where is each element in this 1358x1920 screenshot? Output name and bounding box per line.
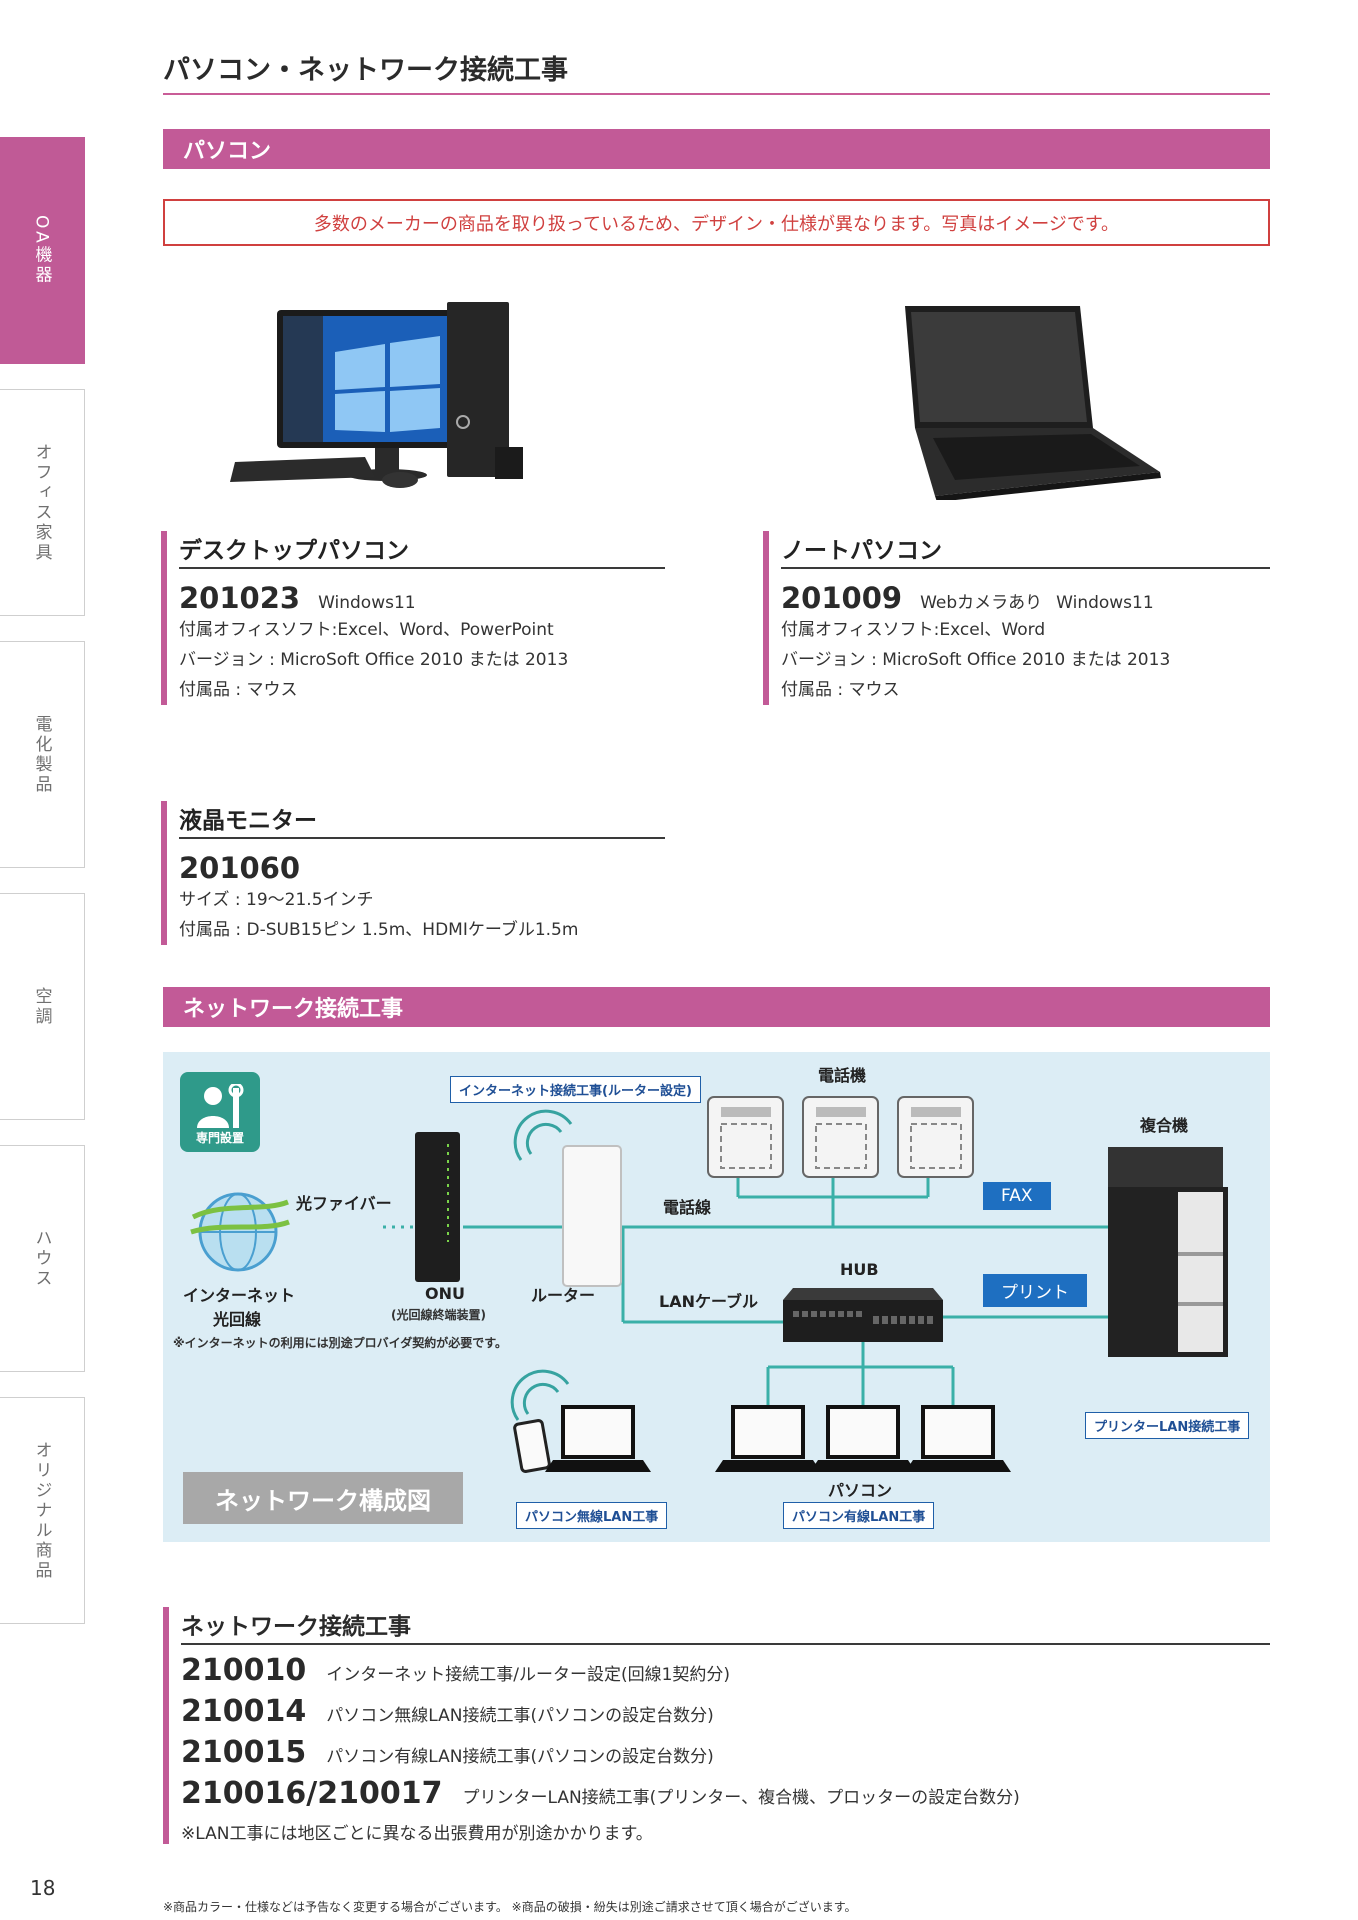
network-diagram-lines bbox=[190, 1096, 1228, 1473]
sidebar-tab-label: ハウス bbox=[31, 1228, 52, 1289]
service-code: 210014 bbox=[181, 1694, 307, 1729]
product-spec: サイズ : 19〜21.5インチ bbox=[179, 890, 374, 910]
pc-label: パソコン bbox=[828, 1481, 893, 1500]
sidebar-tab-original[interactable]: オリジナル商品 bbox=[0, 1397, 85, 1624]
expert-install-badge: 専門設置 bbox=[180, 1072, 260, 1152]
product-code: 201009 bbox=[781, 581, 903, 615]
internet-label: インターネット bbox=[183, 1286, 296, 1305]
service-note: ※LAN工事には地区ごとに異なる出張費用が別途かかります。 bbox=[181, 1824, 653, 1844]
diagram-title: ネットワーク構成図 bbox=[183, 1472, 463, 1524]
product-spec: バージョン : MicroSoft Office 2010 または 2013 bbox=[179, 650, 569, 670]
product-tag: Windows11 bbox=[1056, 593, 1154, 613]
telephone-icon bbox=[897, 1096, 974, 1178]
wrench-person-icon bbox=[197, 1084, 244, 1128]
service-row: 210016/210017 プリンターLAN接続工事(プリンター、複合機、プロッ… bbox=[181, 1776, 1270, 1817]
network-services: ネットワーク接続工事 210010 インターネット接続工事/ルーター設定(回線1… bbox=[163, 1607, 1270, 1844]
network-diagram: 専門設置 インターネット接続工事(ルーター設定) 電話機 複合機 光ファイバー … bbox=[163, 1052, 1270, 1542]
router-label: ルーター bbox=[531, 1286, 596, 1305]
services-title: ネットワーク接続工事 bbox=[181, 1607, 1270, 1645]
product-tag: Webカメラあり bbox=[920, 593, 1043, 613]
product-spec: 付属オフィスソフト:Excel、Word、PowerPoint bbox=[179, 620, 554, 640]
multifunction-printer-icon bbox=[1108, 1147, 1228, 1357]
router-icon bbox=[562, 1145, 622, 1287]
product-code: 201060 bbox=[179, 851, 301, 885]
product-tag: Windows11 bbox=[318, 593, 416, 613]
product-title: 液晶モニター bbox=[179, 801, 665, 839]
fiber-line-label: 光回線 bbox=[213, 1310, 262, 1329]
sidebar-tab-label: オフィス家具 bbox=[31, 442, 52, 563]
sidebar-tab-office-furniture[interactable]: オフィス家具 bbox=[0, 389, 85, 616]
product-spec: 付属品 : D-SUB15ピン 1.5m、HDMIケーブル1.5m bbox=[179, 920, 579, 940]
notebook-pc-image bbox=[905, 306, 1161, 500]
fax-label: FAX bbox=[983, 1182, 1051, 1210]
provider-note: ※インターネットの利用には別途プロバイダ契約が必要です。 bbox=[173, 1336, 507, 1350]
print-label: プリント bbox=[983, 1274, 1087, 1307]
service-desc: プリンターLAN接続工事(プリンター、複合機、プロッターの設定台数分) bbox=[462, 1788, 1020, 1808]
mfp-label: 複合機 bbox=[1140, 1116, 1189, 1135]
service-row: 210010 インターネット接続工事/ルーター設定(回線1契約分) bbox=[181, 1653, 1270, 1694]
wireless-lan-label: パソコン無線LAN工事 bbox=[516, 1502, 668, 1529]
laptop-icon bbox=[905, 1405, 1011, 1472]
footer-note: ※商品カラー・仕様などは予告なく変更する場合がございます。 ※商品の破損・紛失は… bbox=[163, 1900, 857, 1914]
service-desc: パソコン無線LAN接続工事(パソコンの設定台数分) bbox=[326, 1706, 714, 1726]
badge-label: 専門設置 bbox=[195, 1131, 244, 1145]
laptop-icon bbox=[545, 1405, 651, 1472]
product-title: デスクトップパソコン bbox=[179, 531, 665, 569]
page-title: パソコン・ネットワーク接続工事 bbox=[163, 48, 1270, 95]
sidebar-tab-house[interactable]: ハウス bbox=[0, 1145, 85, 1372]
laptop-icon bbox=[810, 1405, 916, 1472]
service-row: 210014 パソコン無線LAN接続工事(パソコンの設定台数分) bbox=[181, 1694, 1270, 1735]
sidebar-tab-label: 空調 bbox=[31, 986, 52, 1027]
onu-sub-label: (光回線終端装置) bbox=[391, 1308, 486, 1322]
lan-cable-label: LANケーブル bbox=[659, 1292, 759, 1311]
sidebar-tab-oa[interactable]: OA機器 bbox=[0, 137, 85, 364]
section-band-network: ネットワーク接続工事 bbox=[163, 987, 1270, 1027]
printer-lan-label: プリンターLAN接続工事 bbox=[1085, 1412, 1250, 1439]
product-monitor: 液晶モニター 201060 サイズ : 19〜21.5インチ 付属品 : D-S… bbox=[161, 801, 665, 945]
service-code: 210010 bbox=[181, 1653, 307, 1688]
page-number: 18 bbox=[30, 1876, 56, 1900]
phone-line-label: 電話線 bbox=[663, 1198, 712, 1217]
wired-lan-label: パソコン有線LAN工事 bbox=[783, 1502, 935, 1529]
hub-icon bbox=[783, 1288, 943, 1342]
service-desc: パソコン有線LAN接続工事(パソコンの設定台数分) bbox=[326, 1747, 714, 1767]
image-notice: 多数のメーカーの商品を取り扱っているため、デザイン・仕様が異なります。写真はイメ… bbox=[163, 199, 1270, 246]
product-spec: 付属品 : マウス bbox=[179, 680, 298, 700]
laptop-icon bbox=[715, 1405, 821, 1472]
router-setup-label: インターネット接続工事(ルーター設定) bbox=[450, 1076, 701, 1103]
product-title: ノートパソコン bbox=[781, 531, 1270, 569]
sidebar-tab-label: 電化製品 bbox=[31, 714, 52, 795]
internet-globe-icon bbox=[190, 1192, 290, 1272]
onu-device-icon bbox=[415, 1132, 460, 1282]
onu-label: ONU bbox=[425, 1284, 465, 1303]
hub-label: HUB bbox=[840, 1260, 879, 1279]
sidebar-tab-label: OA機器 bbox=[31, 215, 52, 286]
product-desktop: デスクトップパソコン 201023 Windows11 付属オフィスソフト:Ex… bbox=[161, 531, 665, 705]
product-spec: 付属オフィスソフト:Excel、Word bbox=[781, 620, 1046, 640]
service-code: 210015 bbox=[181, 1735, 307, 1770]
fiber-label: 光ファイバー bbox=[296, 1194, 392, 1213]
sidebar-tab-label: オリジナル商品 bbox=[31, 1440, 52, 1581]
service-desc: インターネット接続工事/ルーター設定(回線1契約分) bbox=[326, 1665, 731, 1685]
telephone-icon bbox=[802, 1096, 879, 1178]
product-code: 201023 bbox=[179, 581, 301, 615]
product-spec: バージョン : MicroSoft Office 2010 または 2013 bbox=[781, 650, 1171, 670]
service-code: 210016/210017 bbox=[181, 1776, 443, 1811]
section-band-pc: パソコン bbox=[163, 129, 1270, 169]
sidebar-tab-appliances[interactable]: 電化製品 bbox=[0, 641, 85, 868]
product-spec: 付属品 : マウス bbox=[781, 680, 900, 700]
service-row: 210015 パソコン有線LAN接続工事(パソコンの設定台数分) bbox=[181, 1735, 1270, 1776]
smartphone-icon bbox=[513, 1419, 551, 1473]
phone-label: 電話機 bbox=[818, 1066, 867, 1085]
product-notebook: ノートパソコン 201009 Webカメラあり Windows11 付属オフィス… bbox=[763, 531, 1270, 705]
sidebar-tab-aircon[interactable]: 空調 bbox=[0, 893, 85, 1120]
telephone-icon bbox=[707, 1096, 784, 1178]
desktop-pc-image bbox=[230, 302, 523, 488]
